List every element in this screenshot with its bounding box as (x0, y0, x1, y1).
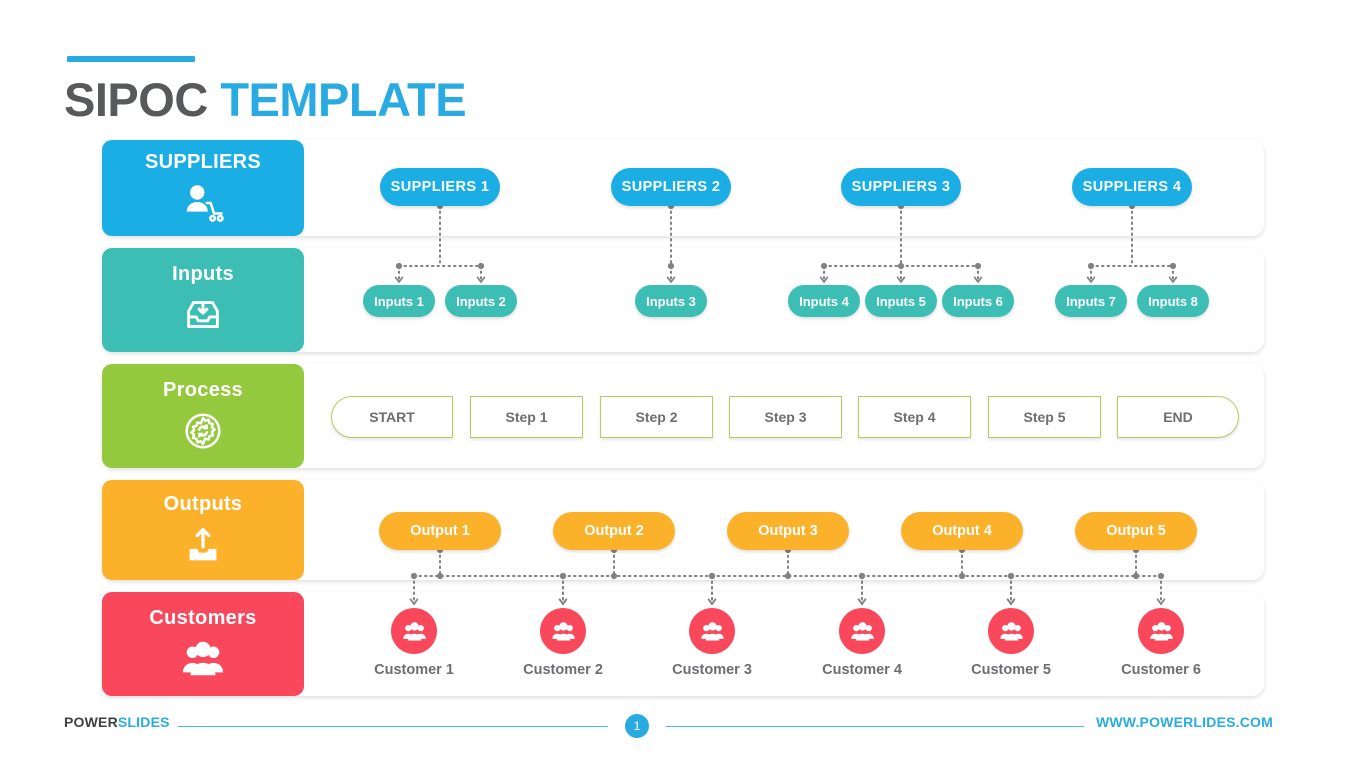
process-step-2[interactable]: Step 1 (470, 396, 583, 438)
customer-node-2[interactable]: Customer 2 (508, 608, 618, 678)
node-label: Step 2 (635, 409, 678, 425)
row-suppliers: SUPPLIERS (102, 140, 1264, 236)
process-step-3[interactable]: Step 2 (600, 396, 713, 438)
input-pill-6[interactable]: Inputs 6 (942, 285, 1014, 317)
footer-url[interactable]: WWW.POWERLIDES.COM (1095, 714, 1273, 730)
node-label: Inputs 8 (1148, 293, 1198, 309)
page-title-part2: TEMPLATE (220, 73, 467, 126)
inbox-download-icon (180, 292, 226, 338)
input-pill-7[interactable]: Inputs 7 (1055, 285, 1127, 317)
input-pill-1[interactable]: Inputs 1 (363, 285, 435, 317)
row-label-customers[interactable]: Customers (102, 592, 304, 696)
page-title: SIPOC TEMPLATE (64, 72, 467, 128)
customer-label: Customer 4 (822, 662, 902, 678)
footer-page-number: 1 (625, 714, 649, 738)
node-label: Inputs 2 (456, 293, 506, 309)
node-label: Step 1 (505, 409, 548, 425)
output-pill-5[interactable]: Output 5 (1075, 512, 1197, 550)
outbox-upload-icon (180, 522, 226, 568)
node-label: Inputs 5 (876, 293, 926, 309)
node-label: SUPPLIERS 4 (1082, 179, 1182, 195)
row-label-process[interactable]: Process (102, 364, 304, 468)
process-step-7[interactable]: END (1117, 396, 1239, 438)
row-label-suppliers[interactable]: SUPPLIERS (102, 140, 304, 236)
supplier-pill-1[interactable]: SUPPLIERS 1 (380, 168, 500, 206)
supplier-pill-3[interactable]: SUPPLIERS 3 (841, 168, 961, 206)
output-pill-1[interactable]: Output 1 (379, 512, 501, 550)
footer-brand: POWERSLIDES (64, 714, 170, 730)
node-label: START (369, 409, 415, 425)
page-title-part1: SIPOC (64, 73, 208, 126)
node-label: Inputs 1 (374, 293, 424, 309)
row-label-text: SUPPLIERS (144, 150, 262, 173)
output-pill-4[interactable]: Output 4 (901, 512, 1023, 550)
row-label-text: Outputs (163, 492, 243, 515)
node-label: Step 4 (893, 409, 936, 425)
supplier-pill-2[interactable]: SUPPLIERS 2 (611, 168, 731, 206)
process-step-1[interactable]: START (331, 396, 453, 438)
footer-divider-right (666, 726, 1084, 727)
customer-node-6[interactable]: Customer 6 (1106, 608, 1216, 678)
gear-refresh-icon (180, 408, 226, 454)
customer-avatar-icon (1138, 608, 1184, 654)
row-label-outputs[interactable]: Outputs (102, 480, 304, 580)
node-label: Output 5 (1106, 523, 1166, 539)
customer-label: Customer 1 (374, 662, 454, 678)
node-label: Step 5 (1023, 409, 1066, 425)
node-label: Inputs 3 (646, 293, 696, 309)
people-group-icon (180, 636, 226, 682)
customer-avatar-icon (540, 608, 586, 654)
customer-avatar-icon (689, 608, 735, 654)
customer-node-5[interactable]: Customer 5 (956, 608, 1066, 678)
node-label: SUPPLIERS 2 (621, 179, 721, 195)
customer-label: Customer 6 (1121, 662, 1201, 678)
customer-node-1[interactable]: Customer 1 (359, 608, 469, 678)
node-label: SUPPLIERS 3 (851, 179, 951, 195)
row-label-text: Customers (149, 606, 257, 629)
node-label: Output 2 (584, 523, 644, 539)
footer-brand-part2: SLIDES (117, 714, 170, 730)
input-pill-2[interactable]: Inputs 2 (445, 285, 517, 317)
row-customers: Customers (102, 592, 1264, 696)
customer-node-3[interactable]: Customer 3 (657, 608, 767, 678)
input-pill-8[interactable]: Inputs 8 (1137, 285, 1209, 317)
process-step-6[interactable]: Step 5 (988, 396, 1101, 438)
node-label: Inputs 4 (799, 293, 849, 309)
row-label-text: Inputs (172, 262, 234, 285)
customer-label: Customer 3 (672, 662, 752, 678)
node-label: Output 1 (410, 523, 470, 539)
input-pill-4[interactable]: Inputs 4 (788, 285, 860, 317)
node-label: SUPPLIERS 1 (390, 179, 490, 195)
title-accent-bar (67, 56, 195, 62)
node-label: Output 3 (758, 523, 818, 539)
row-label-text: Process (163, 378, 243, 401)
output-pill-3[interactable]: Output 3 (727, 512, 849, 550)
node-label: END (1163, 409, 1193, 425)
input-pill-5[interactable]: Inputs 5 (865, 285, 937, 317)
customer-avatar-icon (391, 608, 437, 654)
customer-label: Customer 5 (971, 662, 1051, 678)
supplier-pill-4[interactable]: SUPPLIERS 4 (1072, 168, 1192, 206)
row-outputs: Outputs (102, 480, 1264, 580)
footer-brand-part1: POWER (64, 714, 118, 730)
input-pill-3[interactable]: Inputs 3 (635, 285, 707, 317)
node-label: Inputs 6 (953, 293, 1003, 309)
customer-avatar-icon (839, 608, 885, 654)
customer-node-4[interactable]: Customer 4 (807, 608, 917, 678)
customer-label: Customer 2 (523, 662, 603, 678)
process-step-5[interactable]: Step 4 (858, 396, 971, 438)
process-step-4[interactable]: Step 3 (729, 396, 842, 438)
output-pill-2[interactable]: Output 2 (553, 512, 675, 550)
customer-avatar-icon (988, 608, 1034, 654)
node-label: Step 3 (764, 409, 807, 425)
footer-divider-left (178, 726, 608, 727)
node-label: Output 4 (932, 523, 992, 539)
row-label-inputs[interactable]: Inputs (102, 248, 304, 352)
node-label: Inputs 7 (1066, 293, 1116, 309)
supplier-person-cart-icon (180, 180, 226, 226)
